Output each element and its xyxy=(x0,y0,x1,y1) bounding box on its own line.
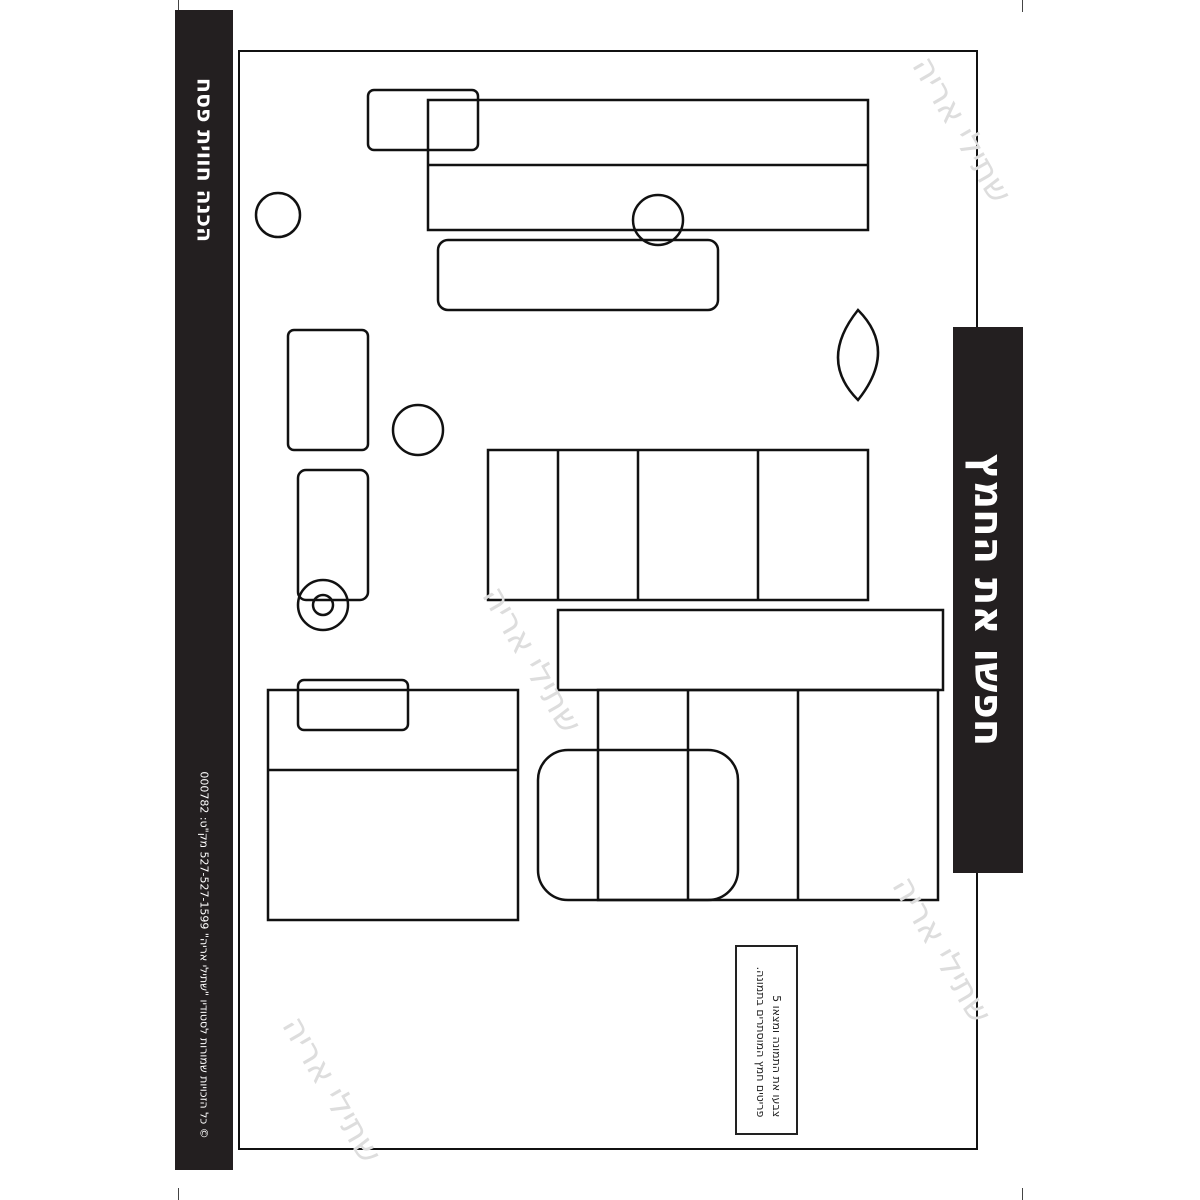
series-title: הכנה חווית פסח xyxy=(191,77,217,243)
crop-mark xyxy=(1022,1188,1023,1200)
sidebar-band: הכנה חווית פסח © כל הזכויות שמורות לסטוד… xyxy=(175,10,233,1170)
books xyxy=(286,328,370,452)
crop-mark xyxy=(1022,0,1023,12)
book-stack xyxy=(296,468,370,602)
cabinet xyxy=(486,448,870,602)
instructions: צבעו את התמונה ומצאו 5 פריטים חמץ המוסתר… xyxy=(752,967,784,1118)
person-standing xyxy=(436,238,720,312)
child-head xyxy=(391,403,445,457)
crop-mark xyxy=(178,1188,179,1200)
instruction-line: פריטים חמץ המוסתרים בתמונה. xyxy=(754,966,767,1118)
coloring-illustration xyxy=(254,88,945,922)
figure-bending xyxy=(536,748,740,902)
table xyxy=(556,608,945,692)
instruction-line: צבעו את התמונה ומצאו 5 xyxy=(770,995,783,1118)
toy-boxes xyxy=(366,88,480,152)
person-head xyxy=(631,193,685,247)
title-band: חפשו את החמץ xyxy=(953,327,1023,873)
counter xyxy=(266,688,520,922)
copyright-footer: © כל הזכויות שמורות לסטודיו "שתילי אריה"… xyxy=(197,771,211,1139)
lamp xyxy=(836,308,880,402)
shelf-unit xyxy=(596,688,940,902)
rolled-carpet xyxy=(296,578,350,632)
page-title: חפשו את החמץ xyxy=(965,453,1011,747)
crop-mark xyxy=(178,0,179,12)
bags xyxy=(296,678,410,732)
ball xyxy=(254,191,302,239)
instructions-box: צבעו את התמונה ומצאו 5 פריטים חמץ המוסתר… xyxy=(735,945,798,1135)
